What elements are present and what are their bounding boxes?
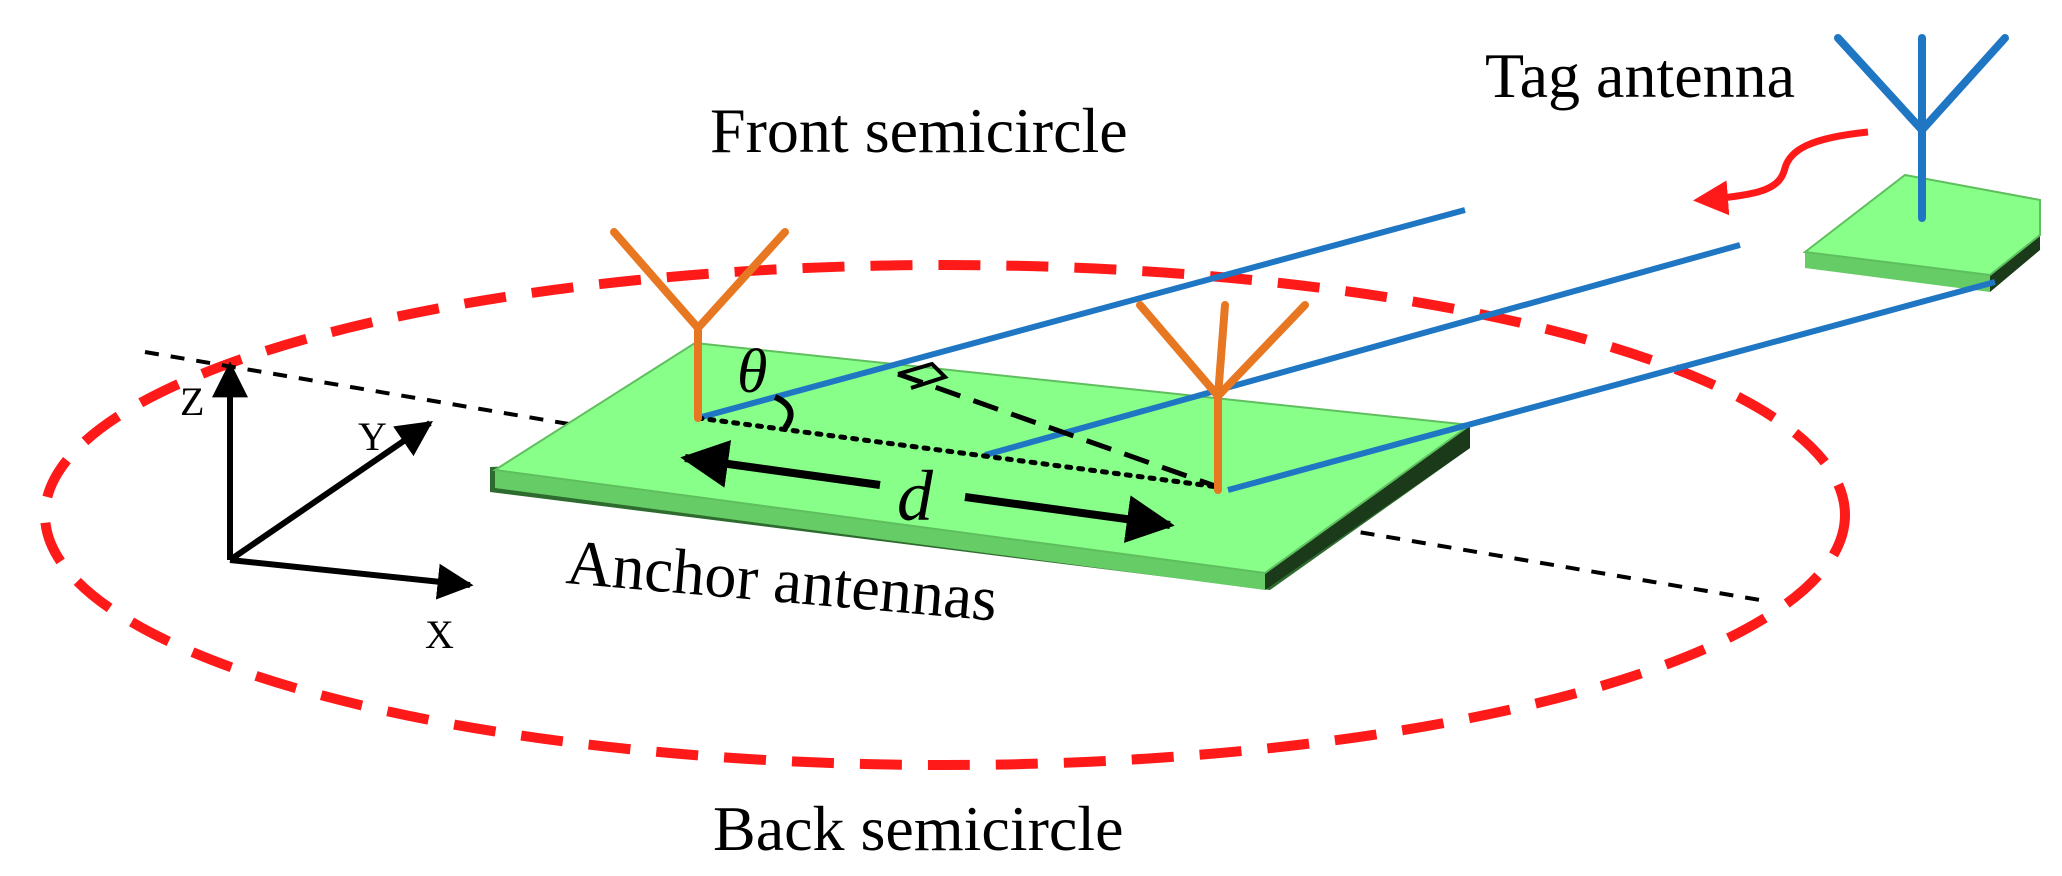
front-semicircle-label: Front semicircle bbox=[710, 95, 1128, 166]
right-angle-marker bbox=[897, 361, 949, 390]
signal-line-1 bbox=[697, 207, 1466, 421]
axis-y-label: Y bbox=[358, 414, 387, 459]
theta-arc bbox=[773, 394, 794, 430]
axis-z-label: Z bbox=[180, 379, 204, 424]
tag-to-anchor-arrow bbox=[1693, 128, 1869, 216]
anchor-antenna-2 bbox=[1136, 301, 1309, 494]
signal-line-2 bbox=[984, 242, 1741, 458]
xyz-axes bbox=[212, 361, 474, 600]
semicircle-ellipse bbox=[40, 260, 1850, 770]
distance-arrow-right bbox=[964, 493, 1175, 543]
theta-symbol: θ bbox=[737, 338, 767, 406]
signal-line-3 bbox=[1227, 279, 1996, 493]
tag-antenna bbox=[1834, 34, 2009, 222]
tag-board bbox=[1802, 173, 2041, 292]
dividing-dashed-line-right bbox=[1334, 526, 1761, 602]
distance-arrow-left bbox=[680, 440, 881, 489]
tag-antenna-label: Tag antenna bbox=[1485, 40, 1795, 111]
distance-symbol: d bbox=[897, 456, 934, 536]
axis-x-label: X bbox=[425, 612, 454, 657]
baseline-dotted bbox=[695, 415, 1221, 490]
path-difference-line bbox=[897, 371, 1219, 490]
back-semicircle-label: Back semicircle bbox=[713, 793, 1123, 864]
anchor-antenna-1 bbox=[610, 228, 789, 422]
